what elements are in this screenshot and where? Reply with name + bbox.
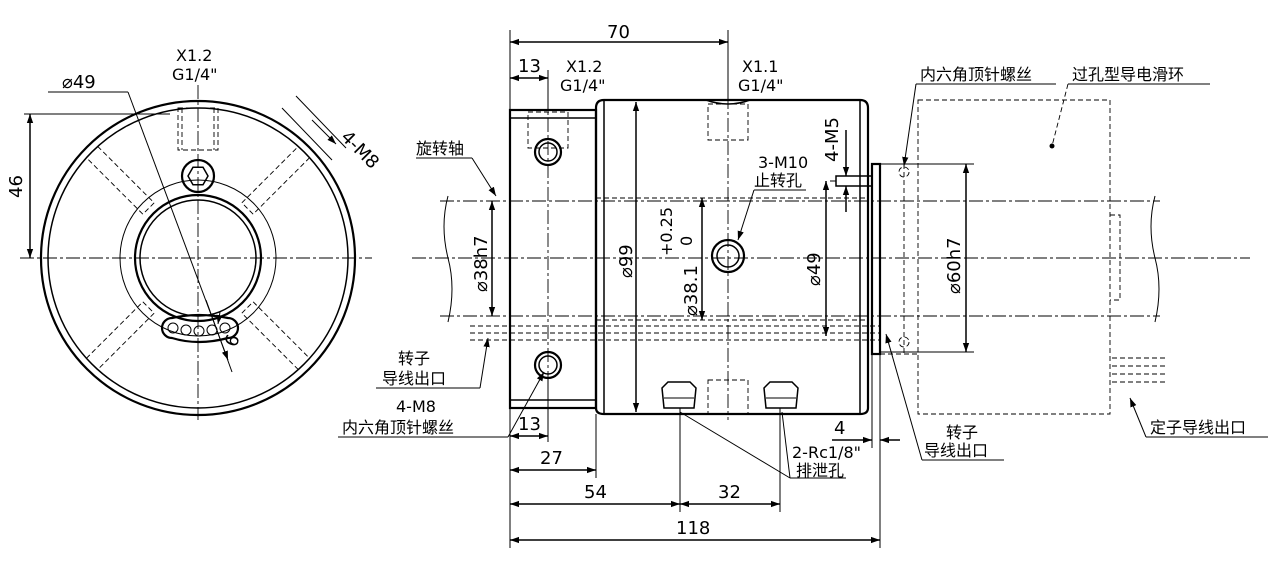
label-anti-rotation: 止转孔 [754,171,802,190]
front-dim-6: 6 [221,332,245,350]
label-set-screw-bottom: 内六角顶针螺丝 [342,418,454,437]
label-rotor-exit-left-2: 导线出口 [382,369,446,388]
dia-60h7: ⌀60h7 [944,237,965,294]
side-port-x12: X1.2 [566,57,602,76]
side-port-x12-thread: G1/4" [560,76,606,95]
tol-zero: 0 [677,236,696,246]
rotor-collar [508,108,598,410]
dia-38-1: ⌀38.1 [681,265,702,316]
side-port-x11-thread: G1/4" [738,76,784,95]
dim-118: 118 [676,518,710,539]
dim-4: 4 [834,418,845,439]
label-through-bore-ring: 过孔型导电滑环 [1072,65,1184,84]
collar-screw-top [533,137,563,167]
label-rotor-exit-right-2: 导线出口 [924,441,988,460]
label-stator-exit: 定子导线出口 [1150,418,1246,437]
dim-13-top: 13 [518,56,541,77]
drain-fitting-right [763,381,799,409]
shaft-label-leader [471,157,497,197]
collar-port-hidden [527,111,569,149]
stator-exit-leader [1129,397,1147,438]
label-4m8: 4-M8 [396,397,436,416]
label-rotor-exit-left-1: 转子 [398,349,430,368]
front-dim-46: 46 [6,175,27,198]
front-view: X1.2 G1/4" ⌀49 46 6 4-M8 [6,46,383,420]
slip-ring-tab [1110,214,1121,301]
shaft-break-right [1150,195,1160,323]
rotor-flange [870,162,882,356]
dim-32: 32 [718,482,741,503]
m8-ext-1 [295,95,347,149]
front-outer-circle [39,99,357,417]
front-radial-channels [85,145,311,371]
label-set-screw-top: 内六角顶针螺丝 [920,65,1032,84]
rotor-exit-left-leader [479,337,490,389]
dim-27: 27 [540,448,563,469]
front-bore-circle [133,193,263,323]
set-screw-bottom-leader [507,371,545,438]
bottom-port-hidden [707,379,749,415]
dia-99: ⌀99 [616,244,637,278]
label-shaft: 旋转轴 [416,139,464,158]
anti-rotation-pin [835,175,873,187]
front-dia-49: ⌀49 [62,72,96,93]
m8-arrow [311,119,337,145]
front-top-port [177,107,219,151]
anti-rotation-hole [710,238,746,274]
drain-fitting-left [661,381,697,409]
side-view: 70 13 X1.2 G1/4" X1.1 G1/4" 内六角顶针螺丝 过孔型导… [338,22,1268,548]
rotor-exit-right-leader [885,333,923,461]
m10-leader [737,189,755,241]
front-screw-4m8: 4-M8 [336,127,383,174]
dim-13-bottom: 13 [518,414,541,435]
label-3m10: 3-M10 [758,153,808,172]
side-port-x11: X1.1 [742,57,778,76]
drain-leader-2 [781,411,791,479]
slip-ring-screw-bottom [898,336,910,348]
dim-54: 54 [584,482,607,503]
dim-4m5: 4-M5 [822,117,843,162]
front-port-x12-label: X1.2 [176,46,212,65]
dia-38h7: ⌀38h7 [471,235,492,292]
slip-ring-screw-top [898,166,910,178]
through-bore-leader [1051,83,1069,147]
dia-49-side: ⌀49 [804,252,825,286]
label-2rc: 2-Rc1/8" [792,443,861,462]
dim6-arrow [216,311,223,325]
label-rotor-exit-right-1: 转子 [946,423,978,442]
m8-ext-2 [281,107,333,161]
slip-ring-body [917,99,1111,415]
dim6-leader [205,299,233,373]
label-drain: 排泄孔 [796,461,844,480]
drain-leader-1 [679,411,791,479]
front-port-x12-thread: G1/4" [172,65,218,84]
hex-socket-screw [180,158,216,194]
shaft-break-left [443,195,453,323]
dim-70: 70 [607,22,630,43]
set-screw-top-leader [902,83,917,167]
tol-plus: +0.25 [657,207,676,256]
